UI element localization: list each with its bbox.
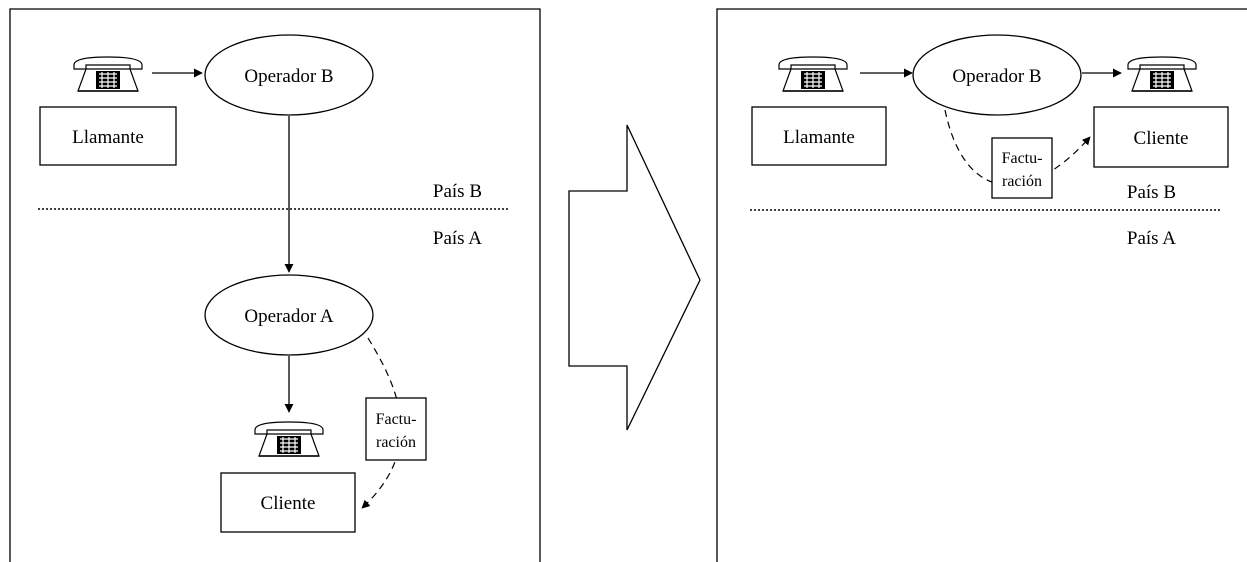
- right-customer-telephone-icon: [1127, 56, 1197, 92]
- left-panel-frame: [9, 8, 541, 562]
- right-customer-box: [1093, 106, 1229, 168]
- right-caller-label: Llamante: [783, 127, 855, 148]
- left-country-a-label: País A: [433, 228, 482, 249]
- left-operator-b-node: [204, 34, 374, 116]
- left-caller-label: Llamante: [72, 127, 144, 148]
- left-billing-label-line2: ración: [376, 434, 416, 451]
- right-caller-telephone-icon: [778, 56, 848, 92]
- left-panel: Llamante Operador B País B País A Operad…: [9, 8, 541, 562]
- left-operator-a-node: [204, 274, 374, 356]
- right-billing-label-line2: ración: [1002, 173, 1042, 190]
- left-billing-box: [365, 397, 427, 461]
- left-customer-telephone-icon: [254, 421, 324, 457]
- right-panel-frame: [716, 8, 1247, 562]
- right-operator-b-node: [912, 34, 1082, 116]
- right-billing-box: [991, 137, 1053, 199]
- left-country-b-label: País B: [433, 181, 482, 202]
- right-country-a-label: País A: [1127, 228, 1176, 249]
- right-country-b-label: País B: [1127, 182, 1176, 203]
- right-operator-b-label: Operador B: [952, 66, 1041, 87]
- right-billing-label-line1: Factu-: [1002, 150, 1043, 167]
- transition-big-arrow-icon: [568, 124, 701, 431]
- right-customer-label: Cliente: [1134, 128, 1189, 149]
- left-customer-label: Cliente: [261, 493, 316, 514]
- left-caller-telephone-icon: [73, 56, 143, 92]
- left-billing-label-line1: Factu-: [376, 411, 417, 428]
- right-panel: Llamante Operador B Cliente Factu- ració…: [716, 8, 1247, 562]
- left-operator-a-label: Operador A: [244, 306, 333, 327]
- left-operator-b-label: Operador B: [244, 66, 333, 87]
- left-caller-box: [39, 106, 177, 166]
- right-caller-box: [751, 106, 887, 166]
- left-customer-box: [220, 472, 356, 533]
